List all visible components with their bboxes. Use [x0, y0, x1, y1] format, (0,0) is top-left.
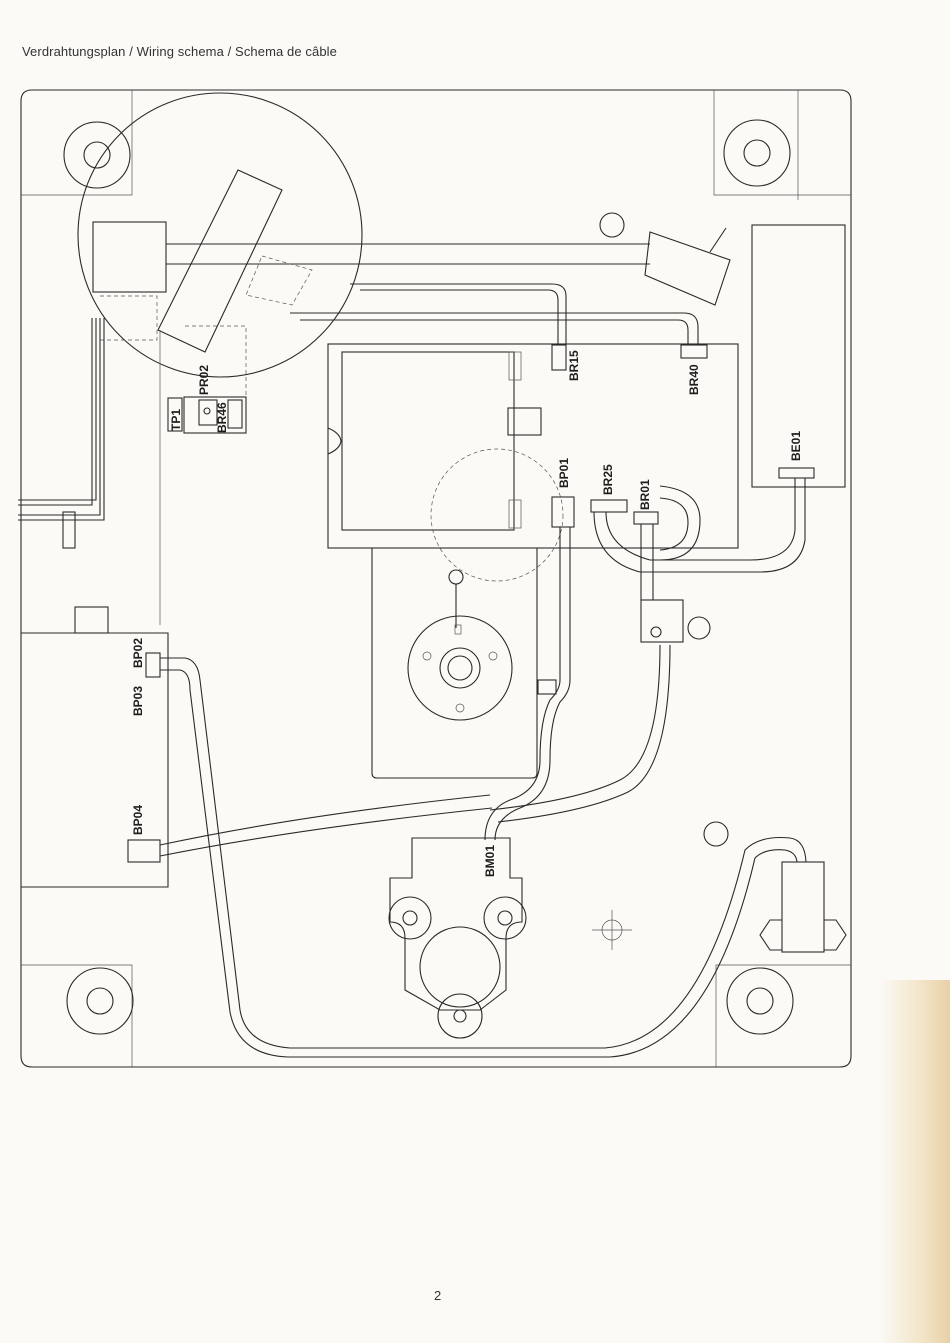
- corner-mount-top-right: [714, 90, 851, 200]
- tonearm-assembly: [78, 93, 730, 410]
- label-bp02: BP02: [131, 638, 145, 668]
- platter-spindle: [408, 570, 512, 720]
- label-br46: BR46: [215, 402, 229, 433]
- label-bm01: BM01: [483, 845, 497, 877]
- corner-mount-bottom-left: [21, 965, 133, 1067]
- right-cable-harness: [290, 284, 805, 840]
- bm01-motor: [389, 822, 728, 1038]
- label-bp04: BP04: [131, 805, 145, 835]
- label-br40: BR40: [687, 364, 701, 395]
- page-number: 2: [434, 1288, 441, 1303]
- label-bp03: BP03: [131, 686, 145, 716]
- right-plug: [760, 862, 846, 952]
- label-pr02: PR02: [197, 365, 211, 395]
- label-tp1: TP1: [169, 409, 183, 431]
- ribbon-cable: [18, 318, 160, 625]
- label-be01: BE01: [789, 431, 803, 461]
- label-bp01: BP01: [557, 458, 571, 488]
- label-br15: BR15: [567, 350, 581, 381]
- center-subchassis: [328, 344, 738, 778]
- label-br01: BR01: [638, 479, 652, 510]
- chassis-outline: [21, 90, 851, 1067]
- corner-mount-top-left: [21, 90, 132, 195]
- corner-mount-bottom-right: [716, 965, 851, 1067]
- label-br25: BR25: [601, 464, 615, 495]
